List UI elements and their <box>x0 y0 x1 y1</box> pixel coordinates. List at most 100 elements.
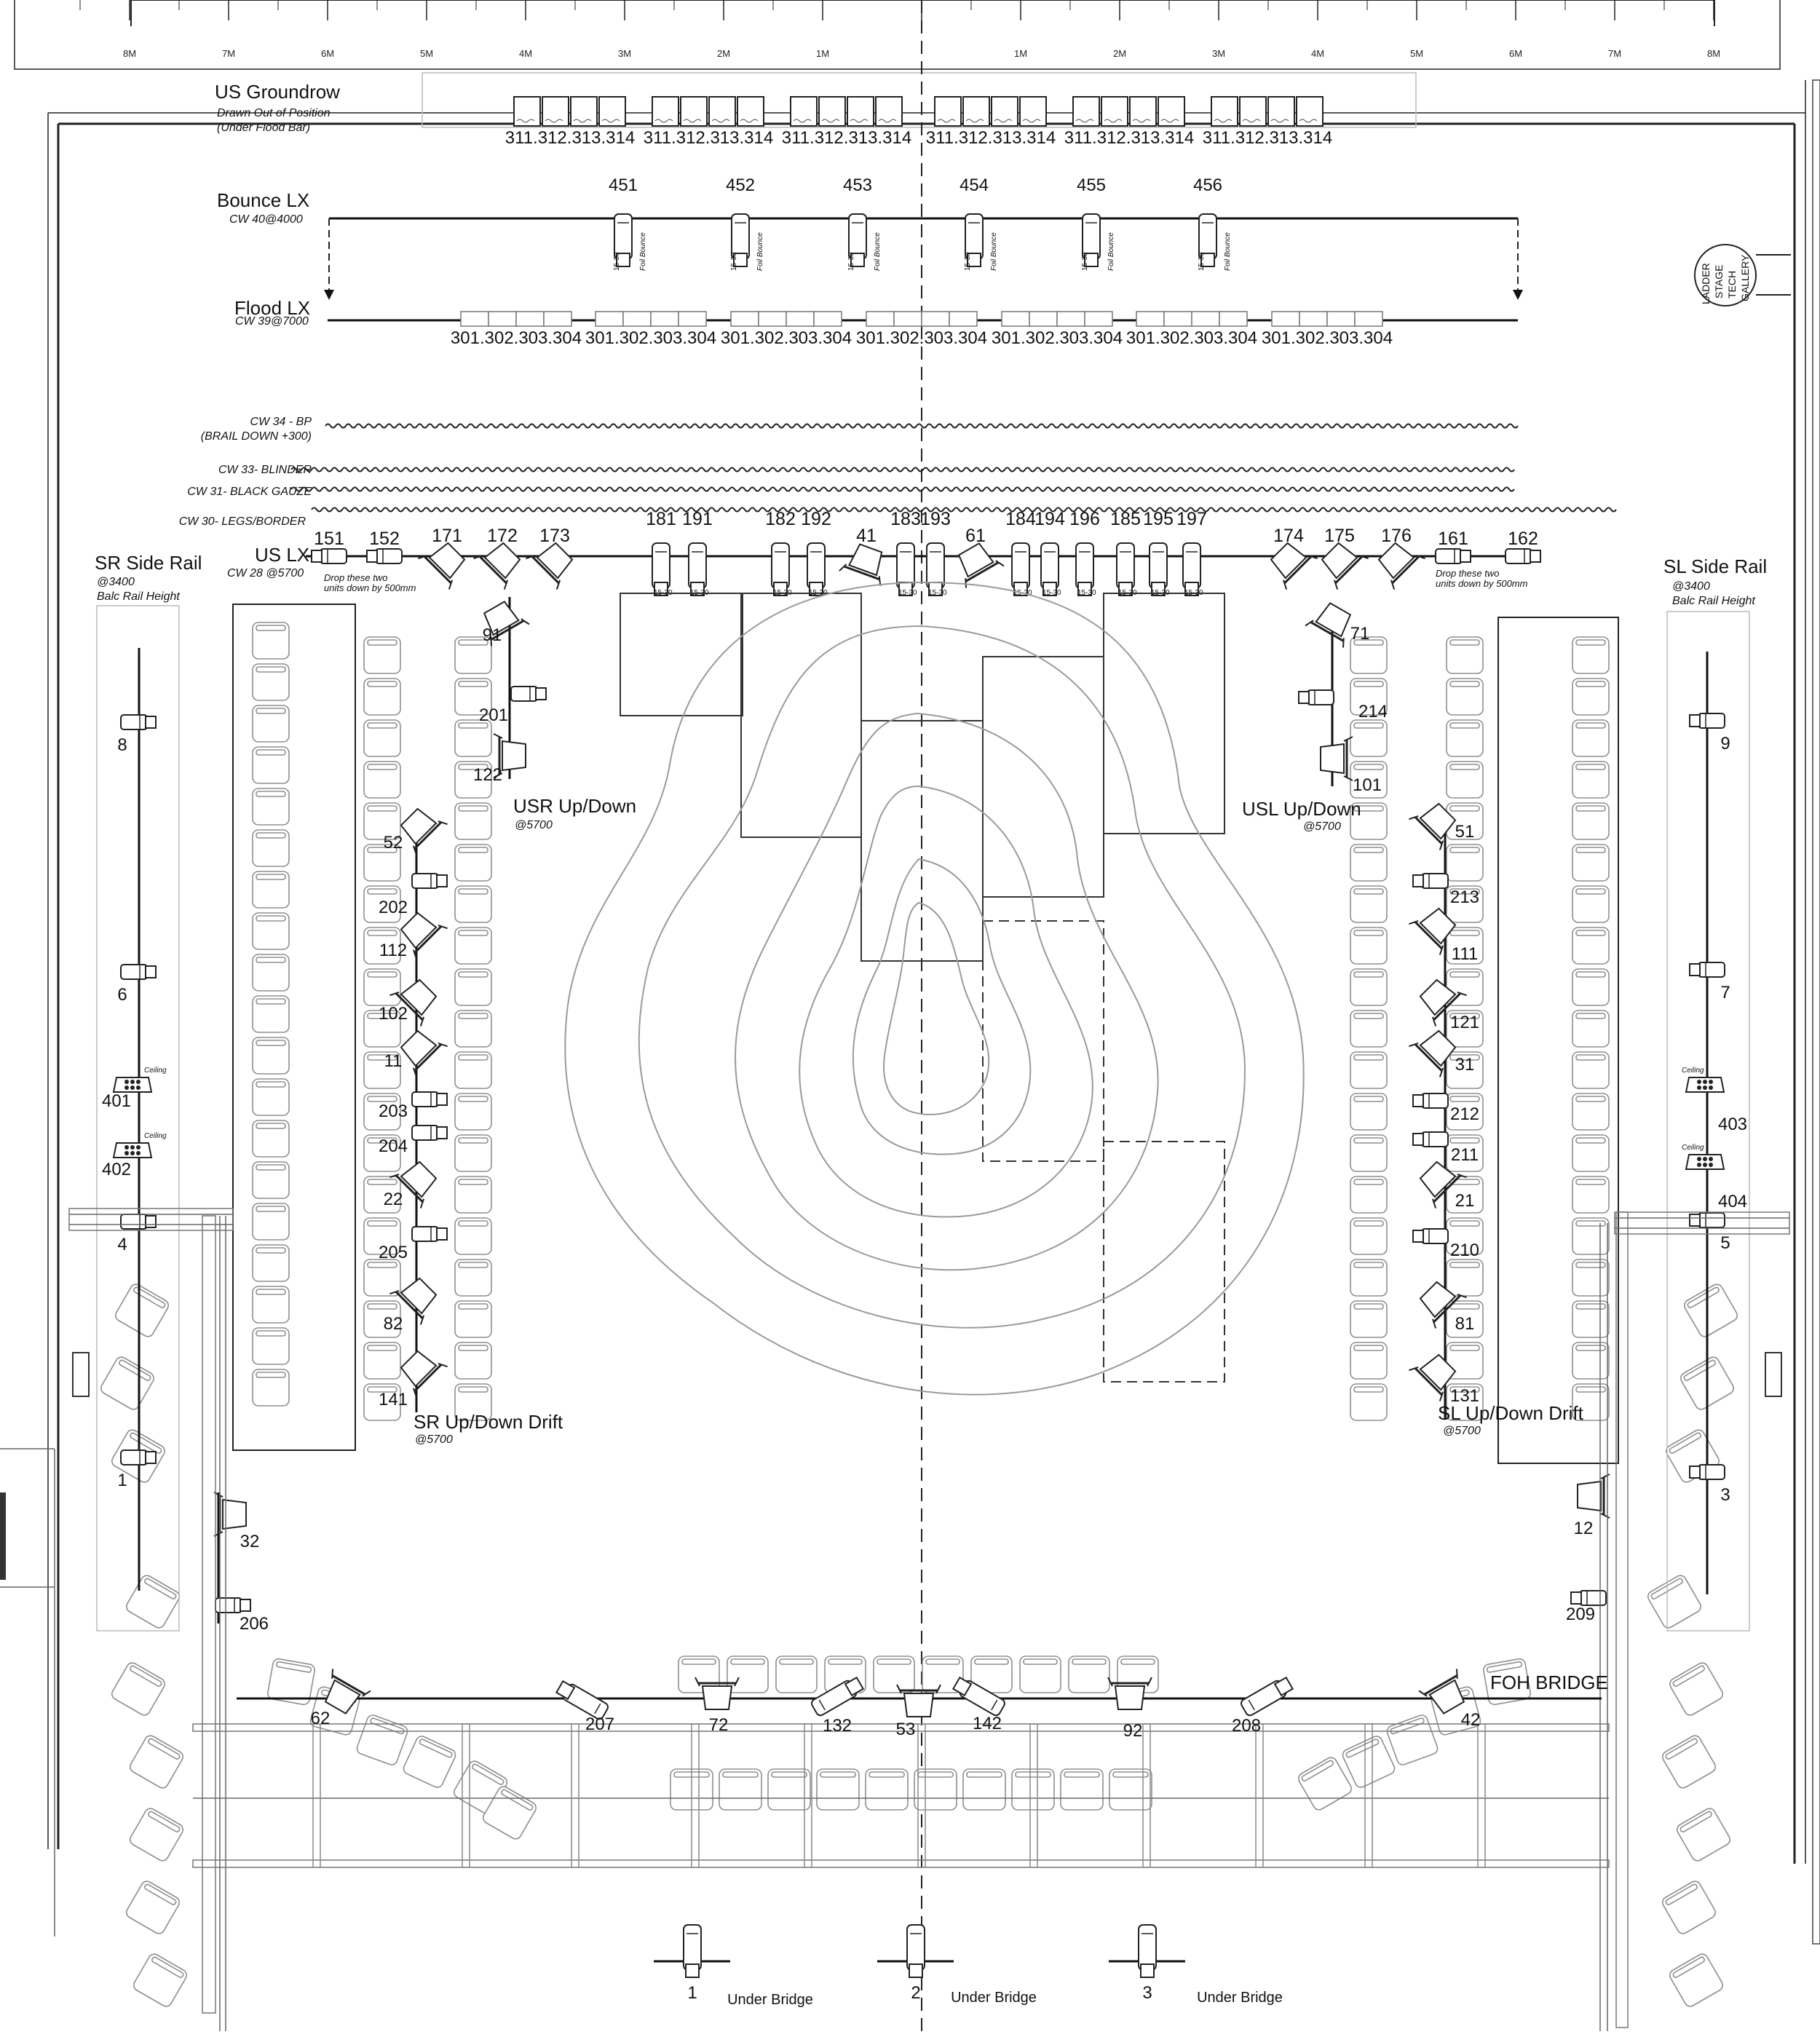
uslx-unit-number: 183 <box>890 509 921 529</box>
sl-rail-lantern-icon <box>1689 713 1725 729</box>
svg-text:@3400: @3400 <box>97 576 135 588</box>
contour-lines <box>564 581 1305 1396</box>
bounce-lantern-icon <box>614 213 633 267</box>
under-bridge-lantern-icon <box>1138 1924 1157 1978</box>
sr-boom-profile-icon <box>213 1492 247 1537</box>
foh-profile-icon <box>896 1684 941 1717</box>
sl-drift-lantern-icon <box>1412 1093 1449 1109</box>
usr-lantern-icon <box>510 686 547 702</box>
sl-rail-unit-number: 7 <box>1720 983 1730 1002</box>
sr-rail-lantern-icon <box>120 714 157 730</box>
us-groundrow: US Groundrow Drawn Out of Position (Unde… <box>215 81 1332 148</box>
foh-unit-number: 208 <box>1232 1716 1261 1736</box>
svg-text:Foil Bounce: Foil Bounce <box>874 232 882 271</box>
sl-drift-unit-number: 121 <box>1450 1013 1479 1032</box>
ruler-mark: 7M <box>1608 48 1621 59</box>
sr-drift-unit-number: 52 <box>384 833 403 853</box>
ruler-mark: 4M <box>519 48 532 59</box>
sr-drift-unit-number: 102 <box>379 1004 408 1024</box>
bounce-lantern-icon <box>848 213 867 267</box>
uslx-lantern-icon <box>1116 542 1135 596</box>
ruler-mark: 6M <box>1509 48 1522 59</box>
foh-title: FOH BRIDGE <box>1490 1672 1608 1693</box>
cloth-lines: CW 34 - BP (BRAIL DOWN +300) CW 33- BLIN… <box>179 416 1617 528</box>
svg-text:Foil Bounce: Foil Bounce <box>639 232 647 271</box>
uslx-unit-number: 193 <box>920 509 951 529</box>
uslx-title: US LX <box>255 544 309 566</box>
uslx-unit-number: 174 <box>1273 526 1304 546</box>
sr-drift-unit-number: 82 <box>384 1314 403 1334</box>
svg-text:STAGE: STAGE <box>1713 265 1725 298</box>
sl-drift-unit-number: 31 <box>1455 1055 1475 1075</box>
flood-circuit: 301.302.303.304 <box>992 328 1123 348</box>
sr-rail-unit-number: 8 <box>117 735 127 755</box>
sr-drift-profile-icon <box>400 1350 448 1398</box>
sl-drift-unit-number: 211 <box>1451 1145 1479 1165</box>
svg-text:15-30: 15-30 <box>964 252 972 271</box>
boom-unit-number: 209 <box>1566 1605 1595 1624</box>
ruler-mark: 6M <box>321 48 334 59</box>
groundrow-note-1: Drawn Out of Position <box>217 107 331 119</box>
ruler-mark: 8M <box>123 48 136 59</box>
uslx-profile-icon <box>418 542 466 590</box>
uslx-side-lantern-icon <box>311 548 347 564</box>
uslx-unit-number: 194 <box>1034 509 1065 529</box>
svg-text:Ceiling: Ceiling <box>1682 1067 1704 1075</box>
sl-drift-unit-number: 111 <box>1452 944 1478 964</box>
bounce-unit-number: 451 <box>609 175 638 195</box>
uslx-lantern-icon <box>896 542 915 596</box>
bounce-title: Bounce LX <box>217 189 309 211</box>
sr-drift-unit-number: 202 <box>379 898 408 917</box>
boom-unit-number: 206 <box>240 1614 269 1634</box>
svg-text:(BRAIL DOWN +300): (BRAIL DOWN +300) <box>201 430 312 443</box>
sr-drift-profile-icon <box>400 1029 448 1077</box>
uslx-unit-number: 195 <box>1143 509 1174 529</box>
sl-drift-profile-icon <box>1409 1029 1457 1077</box>
svg-text:CW 31- BLACK GAUZE: CW 31- BLACK GAUZE <box>187 486 312 498</box>
sr-drift-lantern-icon <box>411 1226 448 1242</box>
uslx-unit-number: 175 <box>1324 526 1355 546</box>
svg-text:15-30: 15-30 <box>1077 589 1096 597</box>
uslx-lantern-icon <box>1040 542 1059 596</box>
flood-title: Flood LX <box>234 297 310 319</box>
uslx-lantern-icon <box>1182 542 1201 596</box>
flood-circuit: 301.302.303.304 <box>451 328 582 348</box>
groundrow-circuit: 311.312.313.314 <box>782 128 911 148</box>
seating-outlines <box>232 604 1619 1464</box>
svg-text:GALLERY: GALLERY <box>1739 254 1751 301</box>
sr-side-rail: SR Side Rail @3400 Balc Rail Height <box>95 552 202 1631</box>
svg-text:15-30: 15-30 <box>1198 252 1206 271</box>
uslx-profile-icon <box>839 543 883 586</box>
svg-text:@5700: @5700 <box>415 1433 453 1446</box>
foh-unit-number: 207 <box>585 1714 614 1734</box>
bounce-unit-number: 453 <box>843 175 872 195</box>
sl-drift-unit-number: 131 <box>1450 1386 1479 1406</box>
uslx-unit-number: 191 <box>682 509 713 529</box>
svg-text:Balc Rail Height: Balc Rail Height <box>97 590 180 603</box>
usl-unit-number: 101 <box>1353 775 1382 795</box>
bounce-unit-number: 456 <box>1193 175 1222 195</box>
uslx-unit-number: 41 <box>856 526 877 546</box>
bounce-lantern-icon <box>965 213 984 267</box>
sl-drift-lantern-icon <box>1412 873 1449 889</box>
uslx-lantern-icon <box>1149 542 1168 596</box>
uslx-profile-icon <box>1321 542 1369 590</box>
ruler-mark: 3M <box>618 48 631 59</box>
uslx-lantern-icon <box>807 542 826 596</box>
svg-text:LADDER: LADDER <box>1700 263 1712 304</box>
uslx-unit-number: 172 <box>487 526 518 546</box>
sr-drift-unit-number: 141 <box>379 1390 408 1409</box>
sl-rail-lantern-icon <box>1689 1464 1725 1480</box>
svg-text:@5700: @5700 <box>1443 1425 1481 1437</box>
boom-unit-number: 12 <box>1574 1519 1594 1538</box>
sr-boom-lantern-icon <box>215 1597 251 1613</box>
svg-text:15-30: 15-30 <box>898 589 917 597</box>
svg-text:USR Up/Down: USR Up/Down <box>513 795 636 817</box>
groundrow-circuit: 311.312.313.314 <box>926 128 1056 148</box>
sr-drift-unit-number: 112 <box>379 941 407 960</box>
